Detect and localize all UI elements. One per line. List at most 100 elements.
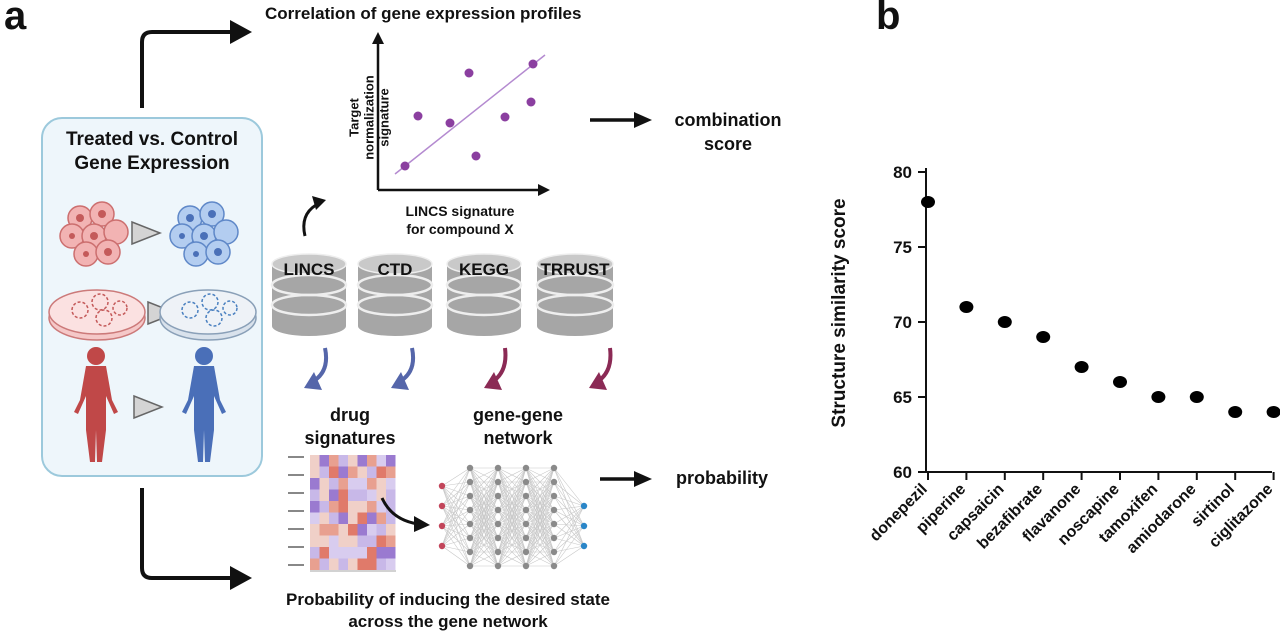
network-edge [553,545,585,553]
network-edge [553,505,585,567]
network-edge [525,481,555,567]
network-edge [497,537,527,567]
heatmap-cell [386,478,396,490]
network-node [580,502,588,510]
network-node [522,534,530,542]
network-edge [469,467,499,497]
network-edge [441,467,471,507]
arrowhead-icon [634,112,652,128]
network-edge [441,485,471,497]
chart-x-tick-label: donepezil [867,481,931,545]
heatmap-cell [367,455,377,467]
control-human-icon [182,347,226,462]
heatmap-cell [319,501,329,513]
gene-line2: network [483,428,553,448]
heatmap-cell [376,524,386,536]
network-edge [441,495,471,547]
heatmap-cell [348,489,358,501]
scatter-ylabel-line3: signature [376,88,392,147]
network-node [550,534,558,542]
network-edge [525,551,555,567]
network-edge [441,525,471,553]
scatter-point [400,161,410,171]
network-edge [469,481,499,567]
curved-arrow [380,497,419,526]
heatmap-cell [386,501,396,513]
heatmap-cell [357,524,367,536]
network-node [494,548,502,556]
network-node [438,522,446,530]
control-cells-icon [169,201,239,267]
network-node [522,492,530,500]
network-node [522,464,530,472]
db-label-trrust: TRRUST [540,260,610,279]
heatmap-cell [319,466,329,478]
heatmap-cell [329,455,339,467]
network-edge [553,537,585,547]
heatmap-cell [310,535,320,547]
heatmap-cell [376,489,386,501]
heatmap-cell [376,478,386,490]
arrowhead-icon [391,372,409,390]
heatmap-cell [348,466,358,478]
heatmap-cell [367,524,377,536]
combination-line2: score [703,134,753,154]
drug-line2: signatures [304,428,396,448]
triangle-arrow-icon [133,394,165,420]
network-edge [441,509,471,527]
heatmap-cell [329,478,339,490]
heatmap-cell [348,535,358,547]
scatter-point [471,151,481,161]
heatmap-cell [367,478,377,490]
scatter-point [500,112,510,122]
heatmap-cell [319,524,329,536]
network-edge [553,523,585,547]
network-edge [441,481,471,547]
heatmap-cell [386,455,396,467]
heatmap-cell [329,489,339,501]
arrowhead-icon [304,372,322,390]
network-edge [441,525,471,539]
chart-y-tick-label: 75 [893,238,912,257]
network-node [466,464,474,472]
network-edge [497,467,527,553]
heatmap-cell [348,512,358,524]
database-lincs-icon [270,253,348,336]
network-edge [553,505,585,525]
network-node [466,506,474,514]
heatmap-cell [310,547,320,559]
network-edge [497,481,527,567]
scatter-point [464,68,474,78]
network-edge [525,523,555,567]
network-edge [553,525,585,539]
drug-signatures-label: drug signatures [290,404,410,450]
heatmap-cell [310,512,320,524]
heatmap-cell [319,535,329,547]
network-edge [553,495,585,547]
bottom-line2: across the gene network [348,612,548,631]
network-node [466,534,474,542]
network-edge [497,495,527,567]
network-edge [525,467,555,497]
network-node [550,506,558,514]
heatmap-cell [357,501,367,513]
scatter-xlabel-line2: for compound X [406,221,514,237]
heatmap-cell [357,547,367,559]
network-node [550,478,558,486]
network-edge [441,485,471,511]
combination-line1: combination [674,110,782,130]
network-edge [525,467,555,539]
network-edge [469,467,499,511]
network-node [522,478,530,486]
scatter-xlabel: LINCS signature for compound X [385,202,535,238]
network-edge [441,467,471,527]
network-node [466,520,474,528]
heatmap-cell [319,489,329,501]
network-edge [497,467,527,567]
heatmap-cell [329,512,339,524]
network-edge [525,467,555,553]
heatmap-cell [338,501,348,513]
heatmap-cell [329,501,339,513]
box-title-line1: Treated vs. Control [65,129,239,150]
network-edge [441,509,471,547]
